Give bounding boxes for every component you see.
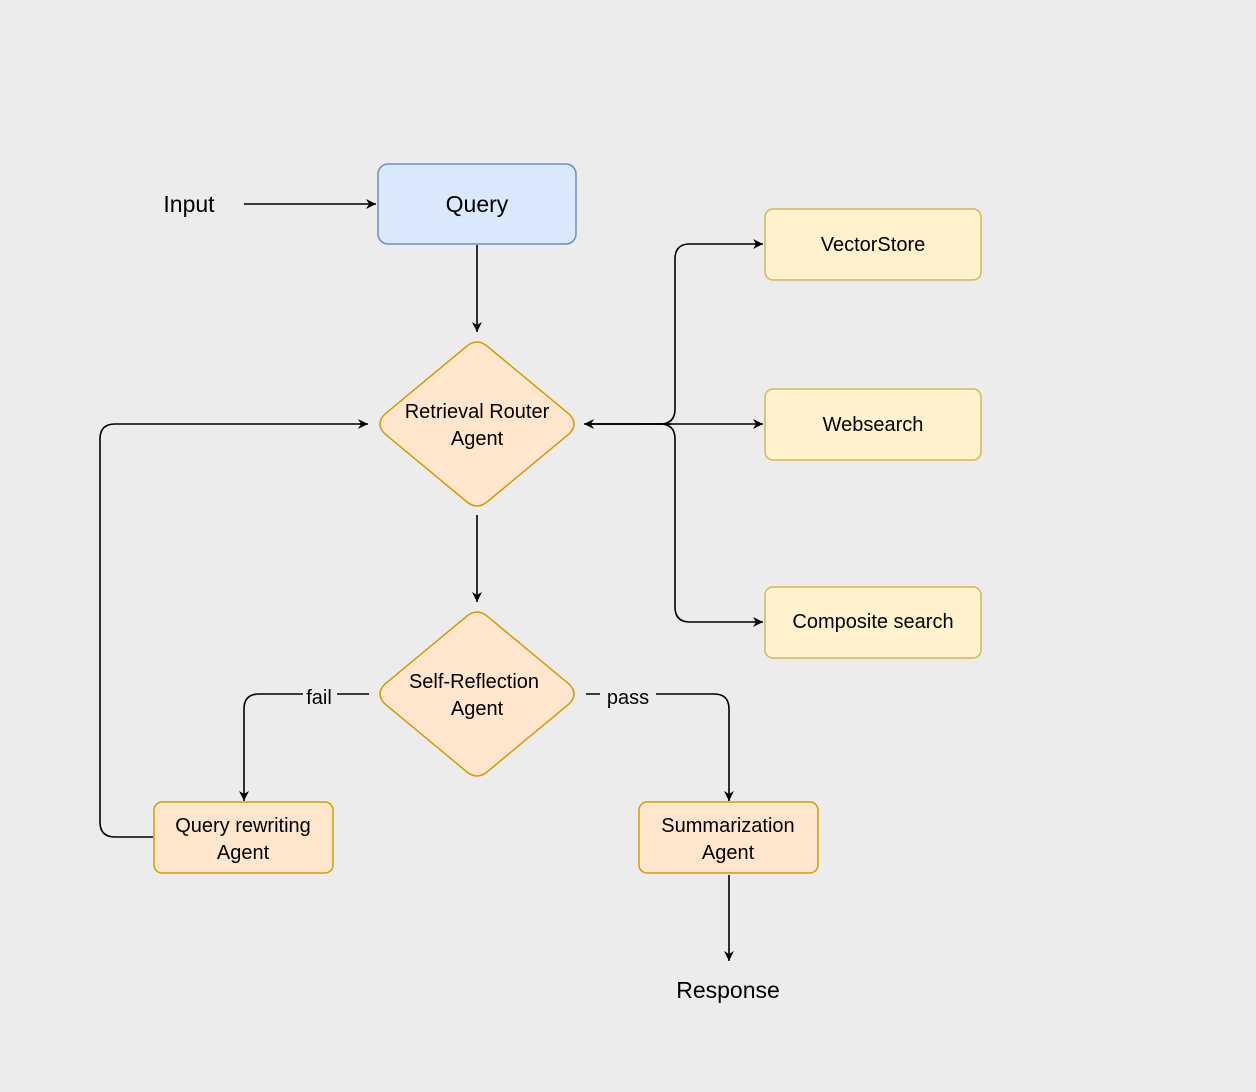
- summarization-label-line2: Agent: [702, 842, 755, 864]
- websearch-label: Websearch: [823, 414, 924, 436]
- query-rewriting-node: Query rewriting Agent: [153, 801, 334, 874]
- input-label: Input: [163, 191, 215, 217]
- self-reflection-label-line1: Self-Reflection: [409, 671, 539, 693]
- edges: [99, 199, 763, 961]
- retrieval-router-label-line1: Retrieval Router: [405, 401, 550, 423]
- query-rewriting-label-line1: Query rewriting: [175, 815, 311, 837]
- summarization-node: Summarization Agent: [638, 801, 819, 874]
- fail-label-bg: [303, 684, 337, 706]
- vectorstore-label: VectorStore: [821, 234, 926, 256]
- websearch-node: Websearch: [764, 388, 982, 461]
- fail-label: fail: [306, 687, 332, 709]
- edge-rewrite-to-router: [99, 419, 368, 838]
- edge-fail: [239, 693, 369, 801]
- pass-label: pass: [607, 687, 649, 709]
- summarization-label-line1: Summarization: [661, 815, 794, 837]
- self-reflection-label-line2: Agent: [451, 698, 504, 720]
- vectorstore-node: VectorStore: [764, 208, 982, 281]
- self-reflection-node: Self-Reflection Agent: [379, 611, 575, 777]
- query-node-label: Query: [446, 191, 509, 217]
- edge-pass: [586, 693, 734, 801]
- retrieval-router-node: Retrieval Router Agent: [379, 341, 575, 507]
- query-rewriting-label-line2: Agent: [217, 842, 270, 864]
- pass-label-bg: [600, 684, 656, 706]
- query-node: Query: [377, 163, 577, 245]
- composite-search-node: Composite search: [764, 586, 982, 659]
- composite-search-label: Composite search: [792, 611, 953, 633]
- edge-router-to-vectorstore: [590, 239, 763, 425]
- retrieval-router-label-line2: Agent: [451, 428, 504, 450]
- edge-router-to-composite: [640, 423, 763, 627]
- response-label: Response: [676, 977, 780, 1003]
